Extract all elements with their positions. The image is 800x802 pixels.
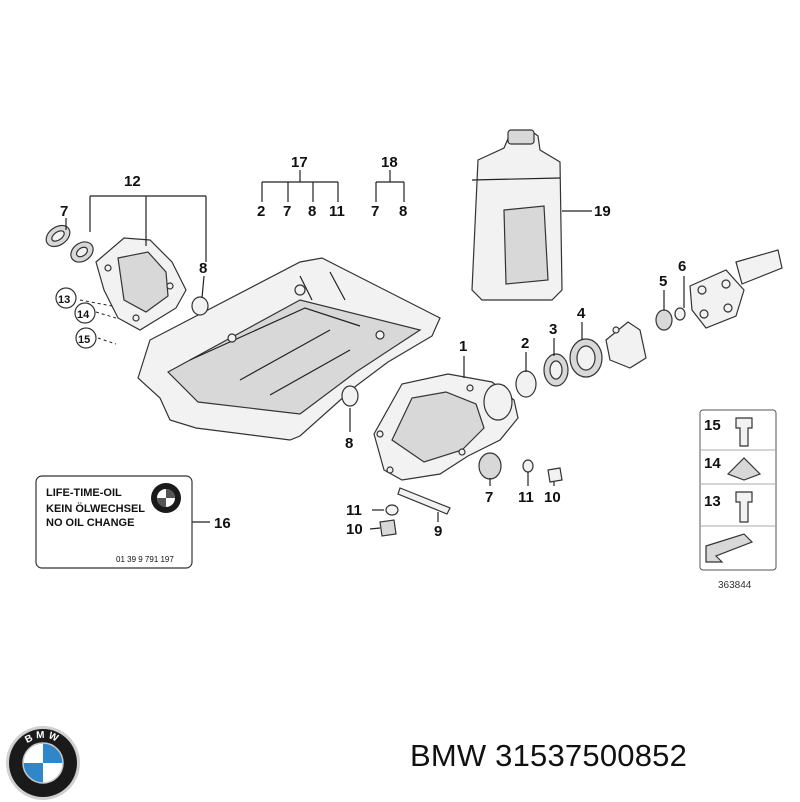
callout-7: 7 <box>60 203 68 220</box>
legend-callout-15: 15 <box>704 417 721 434</box>
front-cover-assembly <box>45 224 209 331</box>
label-part-code: 01 39 9 791 197 <box>116 555 174 564</box>
callout-13: 13 <box>58 294 70 306</box>
fastener-legend: 15 14 13 <box>699 409 777 571</box>
callout-18-7: 7 <box>371 203 379 220</box>
svg-text:BMW: BMW <box>23 730 62 746</box>
callout-14: 14 <box>77 309 90 321</box>
circled-callout-14 <box>74 302 96 324</box>
label-bmw-roundel-icon <box>151 483 181 513</box>
callout-17-8: 8 <box>308 203 316 220</box>
bolt-15-icon <box>735 417 753 447</box>
oil-bottle <box>471 129 563 301</box>
legend-callout-14: 14 <box>704 455 721 472</box>
label-line-2: KEIN ÖLWECHSEL <box>46 502 145 515</box>
callout-8-lower: 8 <box>345 435 353 452</box>
callout-12: 12 <box>124 173 141 190</box>
callout-9: 9 <box>434 523 442 540</box>
callout-10-right: 10 <box>544 489 561 506</box>
callout-10-left: 10 <box>346 521 363 538</box>
label-line-3: NO OIL CHANGE <box>46 517 134 529</box>
callout-5: 5 <box>659 273 667 290</box>
callout-17-11: 11 <box>329 203 345 220</box>
callout-17-7: 7 <box>283 203 291 220</box>
lifetime-oil-label-card: LIFE-TIME-OIL KEIN ÖLWECHSEL NO OIL CHAN… <box>35 475 193 569</box>
arrow-marker-icon <box>705 533 754 563</box>
callout-2: 2 <box>521 335 529 352</box>
callout-15: 15 <box>78 334 90 346</box>
bolt-13-icon <box>735 491 753 523</box>
callout-3: 3 <box>549 321 557 338</box>
bmw-logo: BMW <box>6 726 80 800</box>
legend-callout-13: 13 <box>704 493 721 510</box>
reference-number: 363844 <box>718 580 752 591</box>
leader-lines <box>65 170 685 530</box>
washer-14-icon <box>726 457 762 481</box>
oil-pan <box>137 257 441 441</box>
differential-housing <box>373 373 519 481</box>
logo-quadrant-blue-2 <box>23 763 43 783</box>
callout-8: 8 <box>199 260 207 277</box>
callout-6: 6 <box>678 258 686 275</box>
callout-1: 1 <box>459 338 467 355</box>
circled-callout-13 <box>55 287 77 309</box>
callout-11-left: 11 <box>346 502 362 519</box>
callout-19: 19 <box>594 203 611 220</box>
part-number-title: BMW 31537500852 <box>410 738 688 773</box>
label-line-1: LIFE-TIME-OIL <box>46 487 122 499</box>
callout-17-2: 2 <box>257 203 265 220</box>
callout-7-lower: 7 <box>485 489 493 506</box>
callout-18: 18 <box>381 154 398 171</box>
callout-4: 4 <box>577 305 586 322</box>
callout-18-8: 8 <box>399 203 407 220</box>
circled-callout-15 <box>75 327 97 349</box>
logo-quadrant-blue-1 <box>43 743 63 763</box>
callout-16: 16 <box>214 515 231 532</box>
callout-17: 17 <box>291 154 308 171</box>
seals-and-plugs <box>341 385 563 537</box>
callout-11-right: 11 <box>518 489 534 506</box>
logo-letters: BMW <box>23 730 59 746</box>
drive-rings <box>515 249 783 398</box>
callouts: 12 7 8 13 14 15 17 2 7 8 11 18 7 8 19 1 … <box>55 154 686 540</box>
